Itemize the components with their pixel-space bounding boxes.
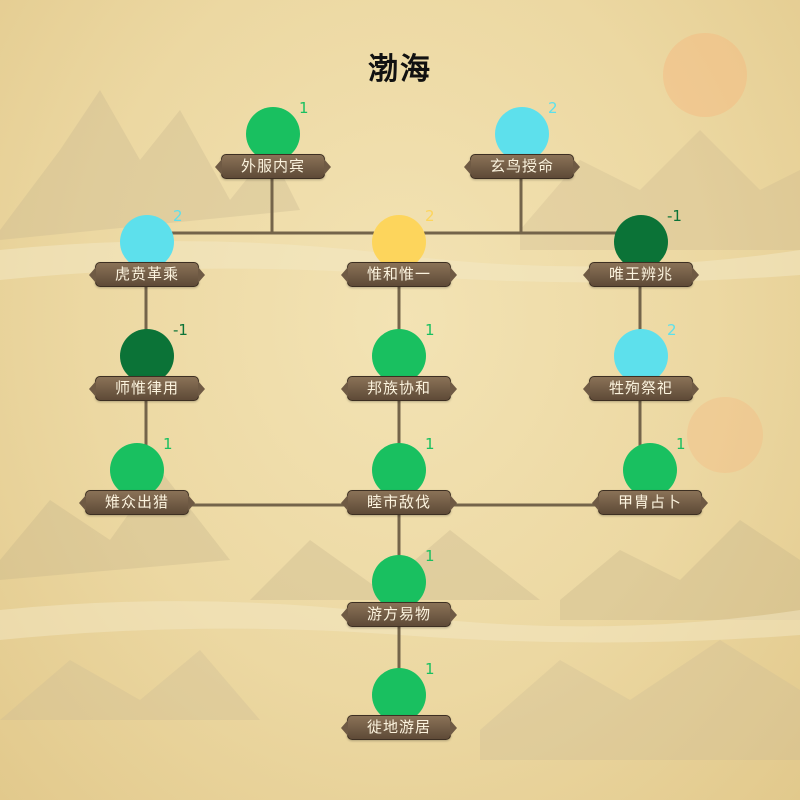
cost-label: 1 [425,547,435,565]
tech-orb[interactable] [495,107,549,161]
mountain-range [560,520,800,620]
cost-label: 2 [548,99,558,117]
tech-orb[interactable] [614,329,668,383]
mountain-range [520,130,800,250]
tech-orb[interactable] [372,215,426,269]
cost-label: -1 [173,321,188,339]
tech-orb[interactable] [246,107,300,161]
tech-name-plaque: 玄鸟授命 [464,154,580,179]
cost-label: -1 [667,207,682,225]
tech-name-plaque: 甲胄占卜 [592,490,708,515]
tech-orb[interactable] [110,443,164,497]
tech-name-plaque: 唯王辨兆 [583,262,699,287]
tech-name-plaque: 外服内宾 [215,154,331,179]
cost-label: 1 [425,435,435,453]
cost-label: 1 [425,321,435,339]
tech-name-plaque: 雉众出猎 [79,490,195,515]
page-title: 渤海 [368,52,432,87]
tech-name-plaque: 游方易物 [341,602,457,627]
cost-label: 1 [676,435,686,453]
tech-orb[interactable] [372,329,426,383]
sun-decoration [687,397,763,473]
sun-decoration [663,33,747,117]
cost-label: 2 [425,207,435,225]
tech-name-plaque: 牲殉祭祀 [583,376,699,401]
cost-label: 1 [425,660,435,678]
tech-name-plaque: 惟和惟一 [341,262,457,287]
tech-name-plaque: 徙地游居 [341,715,457,740]
mountain-range [480,640,800,760]
tech-name-plaque: 师惟律用 [89,376,205,401]
mountain-range [0,650,260,720]
tech-orb[interactable] [614,215,668,269]
mountain-range [250,530,540,600]
tech-orb[interactable] [120,215,174,269]
tech-orb[interactable] [372,668,426,722]
tech-orb[interactable] [372,443,426,497]
tech-name-plaque: 睦市敌伐 [341,490,457,515]
cost-label: 1 [299,99,309,117]
tech-name-plaque: 虎贲革乘 [89,262,205,287]
tech-orb[interactable] [372,555,426,609]
tech-orb[interactable] [120,329,174,383]
cost-label: 1 [163,435,173,453]
tech-name-plaque: 邦族协和 [341,376,457,401]
tech-orb[interactable] [623,443,677,497]
cost-label: 2 [667,321,677,339]
mountain-range [0,90,300,240]
cost-label: 2 [173,207,183,225]
